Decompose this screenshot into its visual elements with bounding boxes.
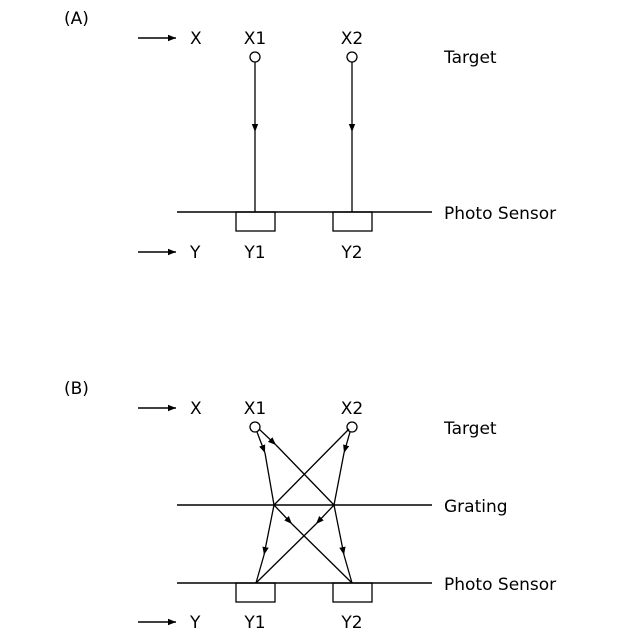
target-point-x1-label: X1 xyxy=(244,399,266,419)
sensor-cell-y1-label: Y1 xyxy=(243,613,265,633)
ray-grating-right-y1 xyxy=(256,524,316,583)
sensor-cell-y1-label: Y1 xyxy=(243,243,265,263)
sensor-cell-y2 xyxy=(333,583,372,602)
x-axis-label: X xyxy=(190,29,202,49)
target-label: Target xyxy=(443,419,497,439)
ray-x2-grating-left xyxy=(274,429,349,505)
ray-x1-grating-left-arrow xyxy=(257,432,265,453)
ray-grating-left-y2 xyxy=(292,524,352,583)
ray-x1-grating-right xyxy=(276,445,334,505)
photo-sensor-label: Photo Sensor xyxy=(444,575,556,595)
photo-sensor-label: Photo Sensor xyxy=(444,204,556,224)
panel-b: (B) X X1 X2 Target Grating Photo Sensor xyxy=(64,379,556,633)
y-axis-label: Y xyxy=(189,613,201,633)
target-point-x1 xyxy=(250,422,260,432)
target-point-x2 xyxy=(347,422,357,432)
target-label: Target xyxy=(443,48,497,68)
panel-b-label: (B) xyxy=(64,379,89,399)
ray-grating-left-y1-arrow xyxy=(264,505,274,555)
target-point-x2-label: X2 xyxy=(341,399,363,419)
sensor-cell-y2-label: Y2 xyxy=(340,613,362,633)
y-axis-label: Y xyxy=(189,243,201,263)
ray-x2-grating-right xyxy=(334,453,344,505)
target-point-x1-label: X1 xyxy=(244,29,266,49)
panel-a: (A) X X1 X2 Target Photo Sensor Y Y1 Y2 xyxy=(64,9,556,263)
sensor-cell-y1 xyxy=(236,583,275,602)
x-axis-label: X xyxy=(190,399,202,419)
target-point-x1 xyxy=(250,52,260,62)
ray-grating-right-y2-arrow xyxy=(334,505,344,555)
ray-grating-right-y1-arrow xyxy=(316,505,334,524)
sensor-cell-y1 xyxy=(236,212,275,231)
ray-x2-grating-right-arrow xyxy=(344,432,350,453)
grating-label: Grating xyxy=(444,497,508,517)
target-point-x2 xyxy=(347,52,357,62)
ray-x1-grating-left xyxy=(265,453,274,505)
sensor-cell-y2-label: Y2 xyxy=(340,243,362,263)
target-point-x2-label: X2 xyxy=(341,29,363,49)
panel-a-label: (A) xyxy=(64,9,89,29)
sensor-cell-y2 xyxy=(333,212,372,231)
ray-grating-left-y2-arrow xyxy=(274,505,292,524)
